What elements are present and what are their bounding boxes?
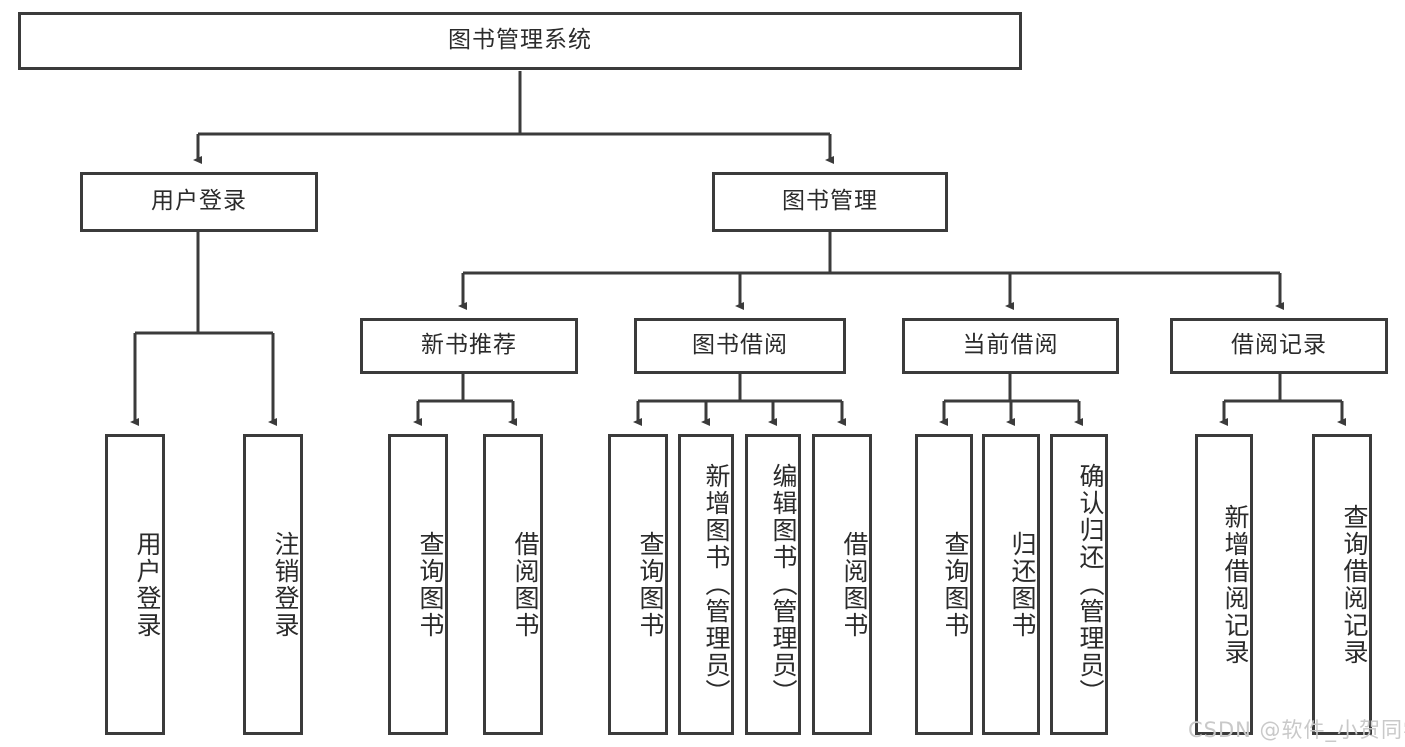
node-label: 确认归还（管理员） (1076, 463, 1105, 706)
node-label: 归还图书 (1008, 530, 1037, 639)
node-label: 借阅记录 (1231, 332, 1327, 359)
leaf-user-login-signout[interactable]: 注销登录 (243, 434, 303, 735)
node-root-book-management-system[interactable]: 图书管理系统 (18, 12, 1022, 70)
node-current-borrow[interactable]: 当前借阅 (902, 318, 1119, 374)
node-label: 查询图书 (636, 530, 665, 639)
node-book-management[interactable]: 图书管理 (712, 172, 948, 232)
node-label: 查询借阅记录 (1340, 503, 1369, 666)
node-label: 注销登录 (271, 530, 300, 639)
node-label: 图书管理系统 (448, 27, 592, 54)
leaf-book-borrow-add[interactable]: 新增图书（管理员） (678, 434, 734, 735)
node-label: 用户登录 (133, 530, 162, 639)
node-label: 图书借阅 (692, 332, 788, 359)
node-label: 当前借阅 (962, 332, 1059, 359)
leaf-new-book-query[interactable]: 查询图书 (388, 434, 448, 735)
node-label: 查询图书 (941, 530, 970, 639)
leaf-book-borrow-query[interactable]: 查询图书 (608, 434, 668, 735)
node-label: 新增图书（管理员） (702, 463, 731, 706)
node-user-login[interactable]: 用户登录 (80, 172, 318, 232)
leaf-book-borrow-borrow[interactable]: 借阅图书 (812, 434, 872, 735)
node-label: 新书推荐 (421, 332, 517, 359)
node-label: 新增借阅记录 (1221, 503, 1250, 666)
leaf-current-borrow-query[interactable]: 查询图书 (915, 434, 973, 735)
leaf-new-book-borrow[interactable]: 借阅图书 (483, 434, 543, 735)
node-book-borrow[interactable]: 图书借阅 (634, 318, 846, 374)
node-label: 借阅图书 (840, 530, 869, 639)
node-label: 借阅图书 (511, 530, 540, 639)
node-borrow-record[interactable]: 借阅记录 (1170, 318, 1388, 374)
leaf-current-borrow-return[interactable]: 归还图书 (982, 434, 1040, 735)
leaf-current-borrow-confirm[interactable]: 确认归还（管理员） (1050, 434, 1108, 735)
node-label: 用户登录 (151, 188, 247, 215)
node-label: 编辑图书（管理员） (769, 463, 798, 706)
leaf-borrow-record-add[interactable]: 新增借阅记录 (1195, 434, 1253, 735)
node-label: 图书管理 (782, 188, 878, 215)
leaf-book-borrow-edit[interactable]: 编辑图书（管理员） (745, 434, 801, 735)
node-new-book-recommend[interactable]: 新书推荐 (360, 318, 578, 374)
node-label: 查询图书 (416, 530, 445, 639)
leaf-borrow-record-query[interactable]: 查询借阅记录 (1312, 434, 1372, 735)
leaf-user-login-signin[interactable]: 用户登录 (105, 434, 165, 735)
